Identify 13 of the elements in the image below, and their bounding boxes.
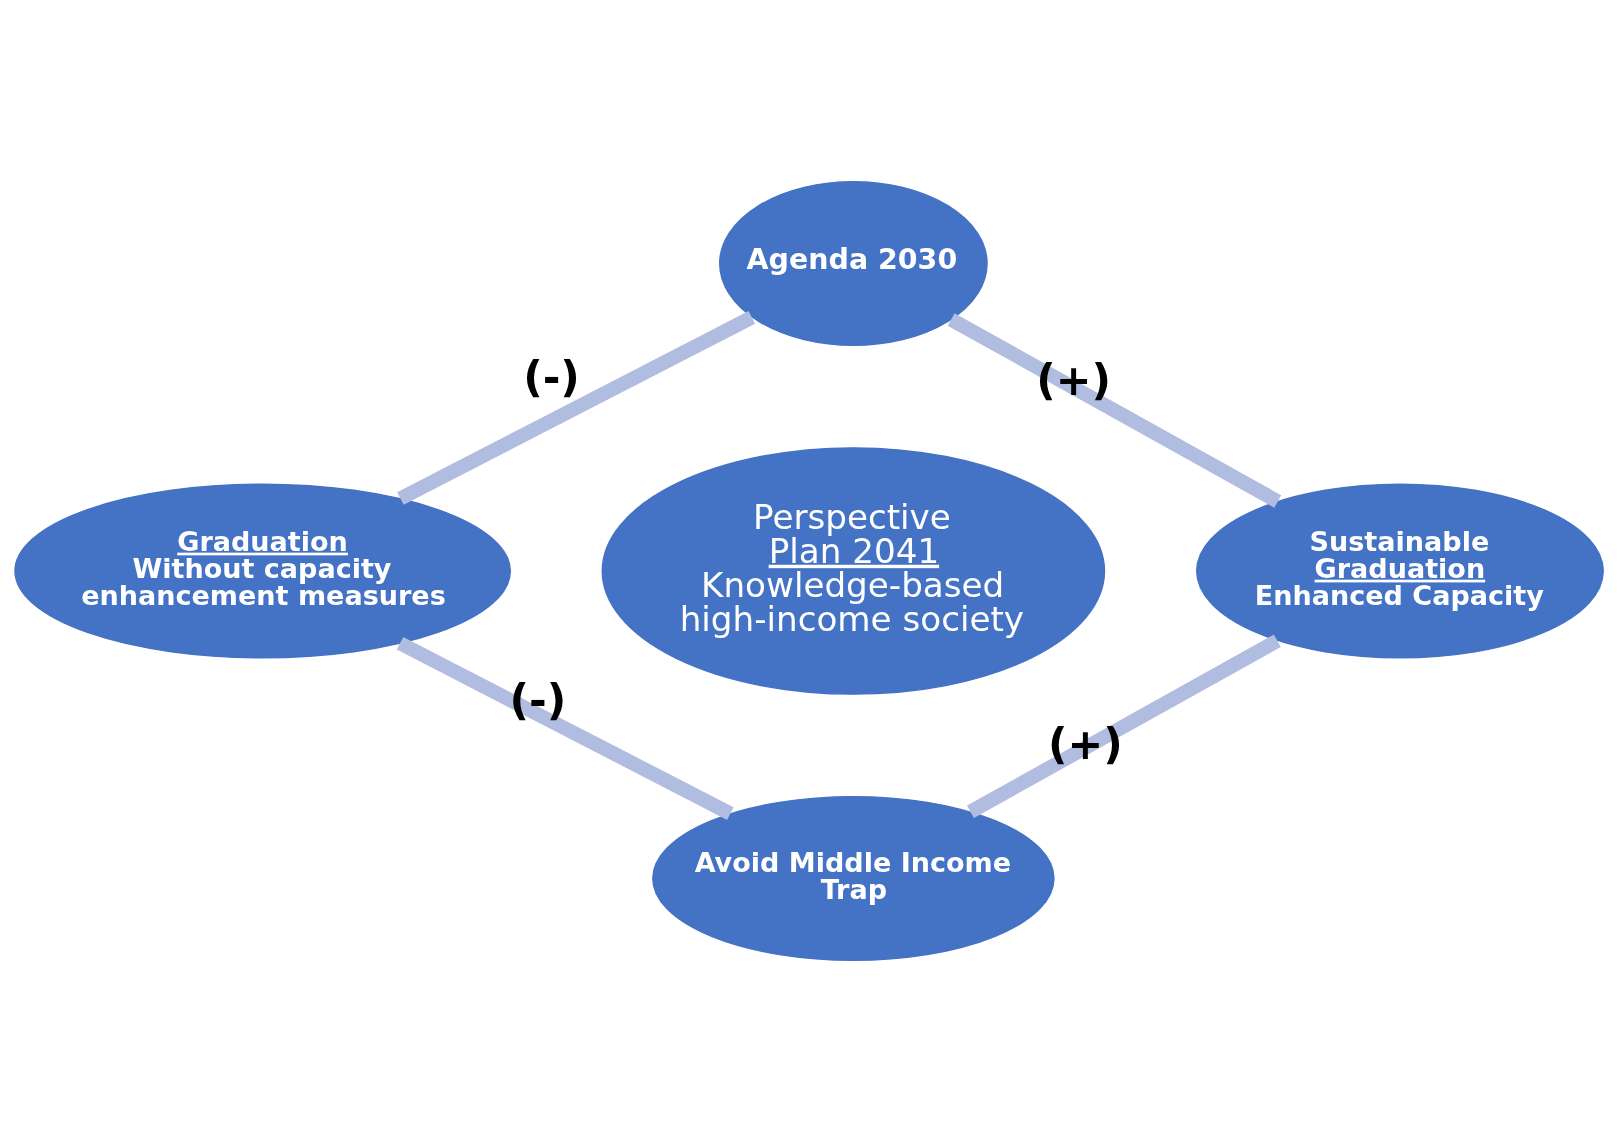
edge-label: (+)	[1047, 718, 1123, 769]
node-ellipse: Avoid Middle Income Trap	[651, 795, 1055, 961]
connector	[396, 310, 755, 505]
connector	[947, 312, 1281, 508]
connector	[966, 634, 1281, 818]
node-ellipse: Graduation Without capacity enhancement measures	[13, 482, 511, 659]
connector	[396, 636, 734, 820]
node-ellipse: Agenda 2030	[718, 180, 988, 346]
node-ellipse: Sustainable Graduation Enhanced Capacity	[1195, 482, 1604, 659]
edge-label: (-)	[522, 351, 580, 402]
node-ellipse: Perspective Plan 2041 Knowledge-based high-income society	[601, 446, 1105, 695]
edge-label: (+)	[1035, 354, 1111, 405]
edge-label: (-)	[509, 674, 566, 725]
